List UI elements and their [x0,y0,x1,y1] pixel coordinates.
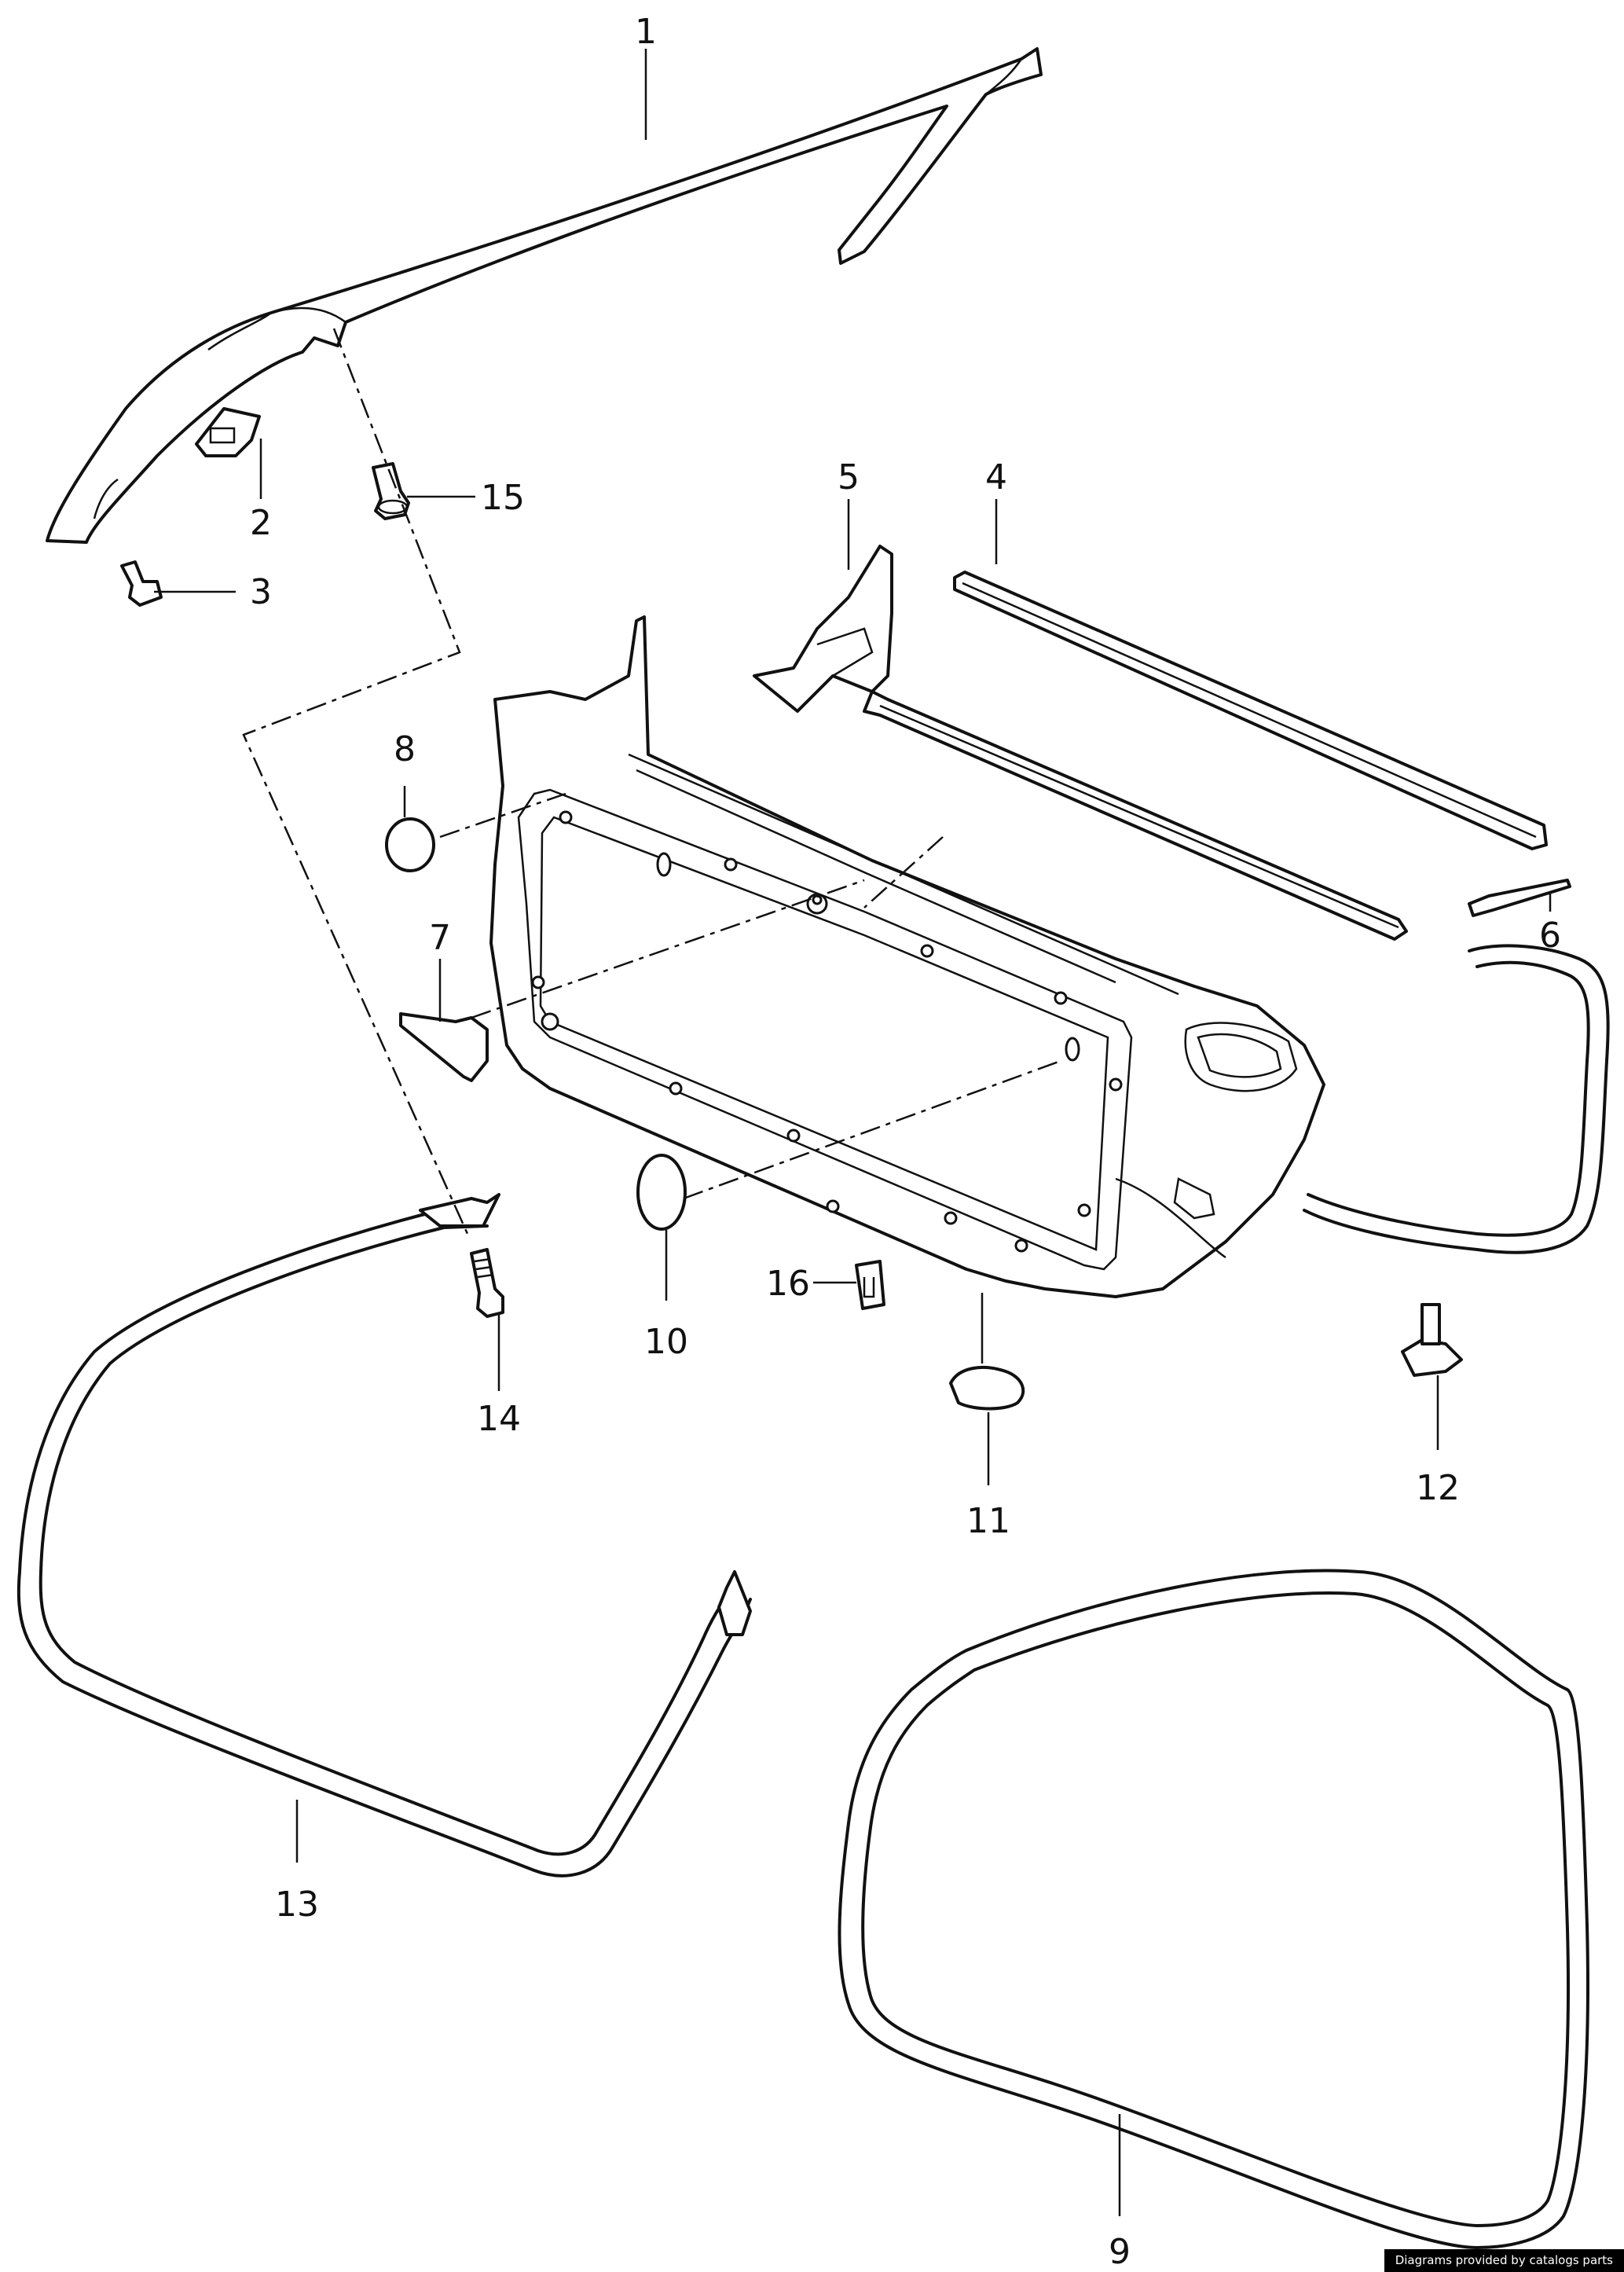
part-4-window-seal [953,571,1548,850]
part-8-cap [385,817,435,872]
callout-16: 16 [766,1264,810,1304]
callout-2: 2 [250,503,272,543]
window-channel [863,690,1408,941]
credit-badge: Diagrams provided by catalogs parts [1384,2249,1624,2272]
callout-14: 14 [477,1399,521,1439]
part-16-clip [855,1260,885,1310]
callout-5: 5 [838,457,860,497]
part-14-bolt [470,1248,504,1318]
callout-11: 11 [966,1501,1010,1541]
callout-6: 6 [1539,916,1561,956]
part-12-buffer [1401,1303,1463,1377]
callout-labels: 1 2 3 4 5 6 7 8 9 10 11 12 13 14 15 16 [250,12,1561,2272]
part-9-door-seal [838,1569,1589,2249]
part-2-clip [195,407,261,457]
part-15-nut [372,462,410,520]
door-outer-seal [1303,944,1610,1254]
callout-3: 3 [250,572,272,612]
callout-8: 8 [394,729,416,769]
part-7-bracket [399,1012,489,1082]
part-6-pin [1468,879,1571,917]
door-shell [489,615,1325,1298]
part-1-window-frame-trim [46,47,1043,544]
callout-9: 9 [1109,2232,1131,2272]
part-13-door-seal [16,1193,752,1877]
part-5-mirror-triangle [753,545,893,713]
callout-12: 12 [1416,1468,1460,1508]
callout-15: 15 [481,478,525,518]
guide-lines [242,328,1061,1235]
part-10-plug [636,1154,687,1231]
callout-13: 13 [275,1885,319,1925]
part-3-screw [120,560,163,607]
leader-lines [154,49,1552,2216]
callout-7: 7 [429,918,451,958]
callout-10: 10 [644,1322,688,1362]
part-11-pad [949,1366,1025,1411]
callout-4: 4 [985,457,1007,497]
callout-1: 1 [635,12,657,52]
